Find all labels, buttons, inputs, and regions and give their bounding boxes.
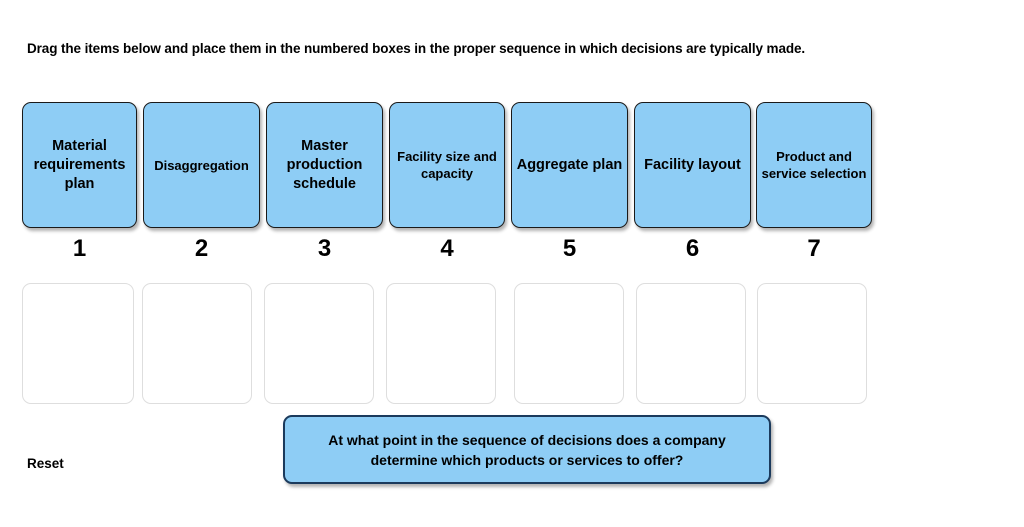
drag-item-facility-layout[interactable]: Facility layout [634, 102, 751, 228]
sequence-number-1: 1 [72, 235, 87, 262]
sequence-number-3: 3 [317, 235, 332, 262]
drop-zone-6[interactable] [636, 283, 746, 404]
sequence-number-5: 5 [562, 235, 577, 262]
sequence-number-row: 1 2 3 4 5 6 7 [0, 234, 1024, 266]
sequence-number-2: 2 [194, 235, 209, 262]
drag-item-disaggregation[interactable]: Disaggregation [143, 102, 260, 228]
drop-zone-2[interactable] [142, 283, 252, 404]
drag-item-product-and-service-selection[interactable]: Product and service selection [756, 102, 872, 228]
reset-button[interactable]: Reset [27, 456, 64, 471]
draggable-items-row: Material requirements plan Disaggregatio… [0, 102, 1024, 230]
drag-item-label: Disaggregation [154, 157, 249, 173]
sequence-number-6: 6 [685, 235, 700, 262]
drag-item-label: Master production schedule [286, 137, 363, 192]
sequence-number-4: 4 [440, 235, 454, 262]
drop-zone-3[interactable] [264, 283, 374, 404]
question-text: At what point in the sequence of decisio… [328, 431, 726, 468]
drag-item-label: Material requirements plan [33, 137, 126, 192]
drop-zone-4[interactable] [386, 283, 496, 404]
drag-item-label: Facility layout [644, 156, 741, 173]
instruction-text: Drag the items below and place them in t… [27, 41, 806, 56]
sequence-number-7: 7 [807, 235, 821, 262]
drop-zone-row [0, 283, 1024, 405]
drag-item-label: Aggregate plan [516, 156, 623, 173]
drag-item-label: Facility size and capacity [397, 149, 497, 181]
drag-item-material-requirements-plan[interactable]: Material requirements plan [22, 102, 137, 228]
drag-item-master-production-schedule[interactable]: Master production schedule [266, 102, 383, 228]
drag-item-aggregate-plan[interactable]: Aggregate plan [511, 102, 628, 228]
drop-zone-7[interactable] [757, 283, 867, 404]
drag-item-label: Product and service selection [761, 149, 867, 181]
drag-item-facility-size-and-capacity[interactable]: Facility size and capacity [389, 102, 505, 228]
question-callout: At what point in the sequence of decisio… [283, 415, 771, 484]
drop-zone-5[interactable] [514, 283, 624, 404]
drop-zone-1[interactable] [22, 283, 134, 404]
